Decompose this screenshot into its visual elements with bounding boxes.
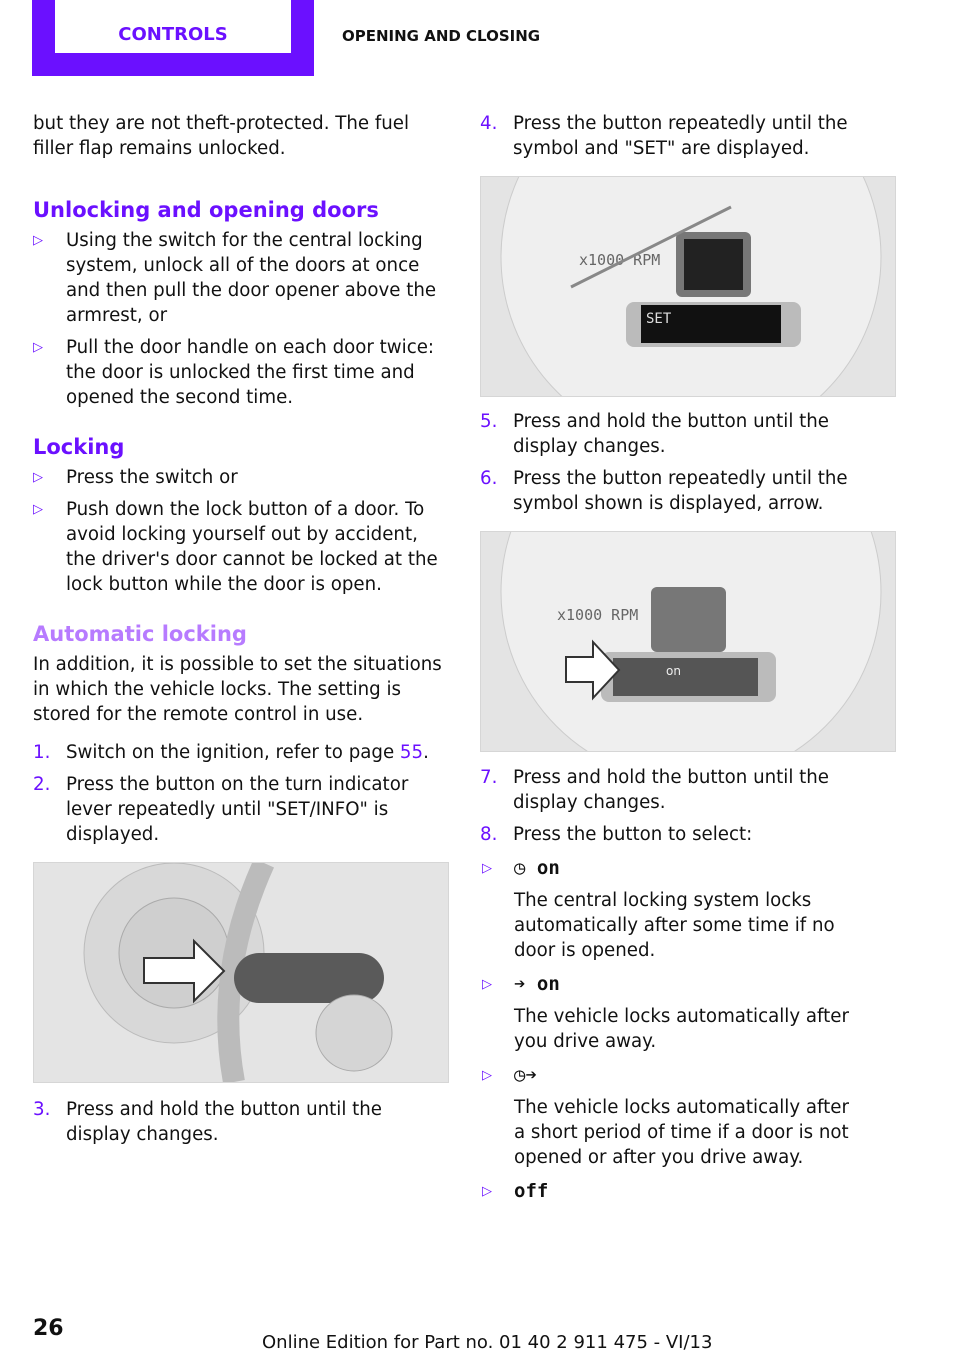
turn-indicator-lever-image: [33, 862, 449, 1083]
heading-locking: Locking: [33, 435, 125, 459]
bullet-triangle-icon: ▷: [482, 1068, 492, 1083]
page-number: 26: [33, 1316, 64, 1341]
option-item: ▷◷➔The vehicle locks automatically after…: [482, 1064, 849, 1168]
page-link[interactable]: 55: [399, 742, 424, 763]
arrow-on-symbol: ➔ on: [514, 973, 560, 995]
heading-automatic-locking: Automatic locking: [33, 622, 247, 646]
right-column: 4.Press the button repeatedly until the …: [480, 111, 898, 1204]
step-item: 1.Switch on the ignition, refer to page …: [33, 742, 429, 763]
list-item: ▷Push down the lock button of a door. To…: [33, 499, 438, 595]
heading-unlocking: Unlocking and opening doors: [33, 198, 379, 222]
intro-text: but they are not theft-protected. The fu…: [33, 113, 410, 159]
edition-footer: Online Edition for Part no. 01 40 2 911 …: [262, 1332, 713, 1353]
bullet-triangle-icon: ▷: [482, 1184, 492, 1199]
bullet-triangle-icon: ▷: [33, 340, 43, 355]
left-column: but they are not theft-protected. The fu…: [33, 111, 451, 1147]
rpm-label: x1000 RPM: [557, 606, 638, 624]
step-item: 8.Press the button to select:: [480, 824, 753, 845]
instrument-display-set-image: x1000 RPM SET: [480, 176, 896, 397]
instrument-display-arrow-image: x1000 RPM on: [480, 531, 896, 752]
option-item: ▷ off: [447, 1179, 865, 1204]
bullet-triangle-icon: ▷: [33, 233, 43, 248]
step-item: 5.Press and hold the button until the di…: [480, 411, 829, 457]
step-item: 4.Press the button repeatedly until the …: [480, 113, 848, 159]
section-title: OPENING AND CLOSING: [342, 27, 541, 45]
bullet-triangle-icon: ▷: [33, 470, 43, 485]
lever-illustration: [83, 863, 393, 1082]
off-symbol: off: [514, 1180, 549, 1202]
list-item: ▷Pull the door handle on each door twice…: [33, 337, 435, 408]
bullet-triangle-icon: ▷: [482, 861, 492, 876]
list-item: ▷Press the switch or: [33, 467, 238, 488]
on-label: on: [666, 664, 681, 678]
bullet-triangle-icon: ▷: [33, 502, 43, 517]
set-label: SET: [646, 311, 672, 327]
chapter-label: CONTROLS: [55, 0, 291, 53]
clock-arrow-symbol: ◷➔: [514, 1064, 537, 1086]
step-item: 2.Press the button on the turn indicator…: [33, 774, 409, 845]
chapter-tab: CONTROLS: [32, 0, 314, 76]
rpm-label: x1000 RPM: [579, 251, 660, 269]
clock-on-symbol: ◷ on: [514, 857, 560, 879]
step-item: 3.Press and hold the button until the di…: [33, 1099, 382, 1145]
bullet-triangle-icon: ▷: [482, 977, 492, 992]
auto-text: In addition, it is possible to set the s…: [33, 654, 442, 725]
step-item: 6.Press the button repeatedly until the …: [480, 468, 848, 514]
list-item: ▷Using the switch for the central lockin…: [33, 230, 437, 326]
step-item: 7.Press and hold the button until the di…: [480, 767, 829, 813]
